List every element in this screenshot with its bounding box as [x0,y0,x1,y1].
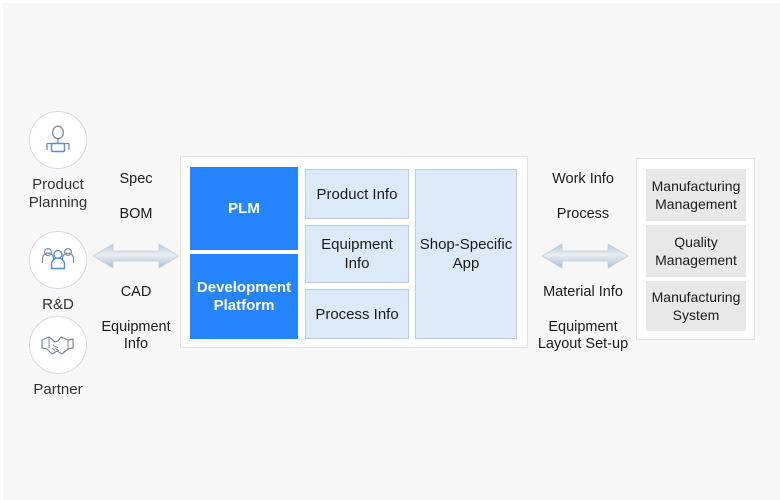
development-platform-box[interactable]: Development Platform [190,254,298,339]
flow-label-process: Process [556,206,610,222]
flow-label-spec: Spec [119,171,153,187]
quality-management-box[interactable]: Quality Management [646,225,746,277]
flow-label-bom: BOM [119,206,153,222]
product-info-box[interactable]: Product Info [305,169,409,219]
actor-label: Partner [33,381,83,398]
manufacturing-systems-panel: Manufacturing Management Quality Managem… [636,158,755,340]
left-bidirectional-arrow [91,239,181,278]
flow-label-work-info: Work Info [552,171,614,187]
flow-label-cad: CAD [120,284,152,300]
actor-rnd: R&D [3,231,113,314]
actor-icon-circle [29,231,87,289]
person-presenter-icon [46,125,70,153]
process-info-box[interactable]: Process Info [305,289,409,339]
plm-box[interactable]: PLM [190,167,298,250]
actor-icon-circle [29,111,87,169]
equipment-info-box[interactable]: Equipment Info [305,225,409,283]
platform-panel: PLM Development Platform Product Info Eq… [180,156,528,348]
actor-icon-circle [29,316,87,374]
shop-specific-app-box[interactable]: Shop-Specific App [415,169,517,339]
actor-label: R&D [42,296,74,313]
actor-label: Product Planning [28,176,88,211]
manufacturing-management-box[interactable]: Manufacturing Management [646,169,746,221]
right-bidirectional-arrow [540,239,630,278]
handshake-icon [41,336,74,355]
flow-label-equipment-info: Equipment Info [101,319,171,352]
people-group-icon [41,247,75,270]
actor-product-planning: Product Planning [3,111,113,212]
manufacturing-system-box[interactable]: Manufacturing System [646,281,746,331]
flow-label-equipment-layout-setup: Equipment Layout Set-up [537,319,629,352]
actor-partner: Partner [3,316,113,399]
flow-label-material-info: Material Info [543,284,623,300]
